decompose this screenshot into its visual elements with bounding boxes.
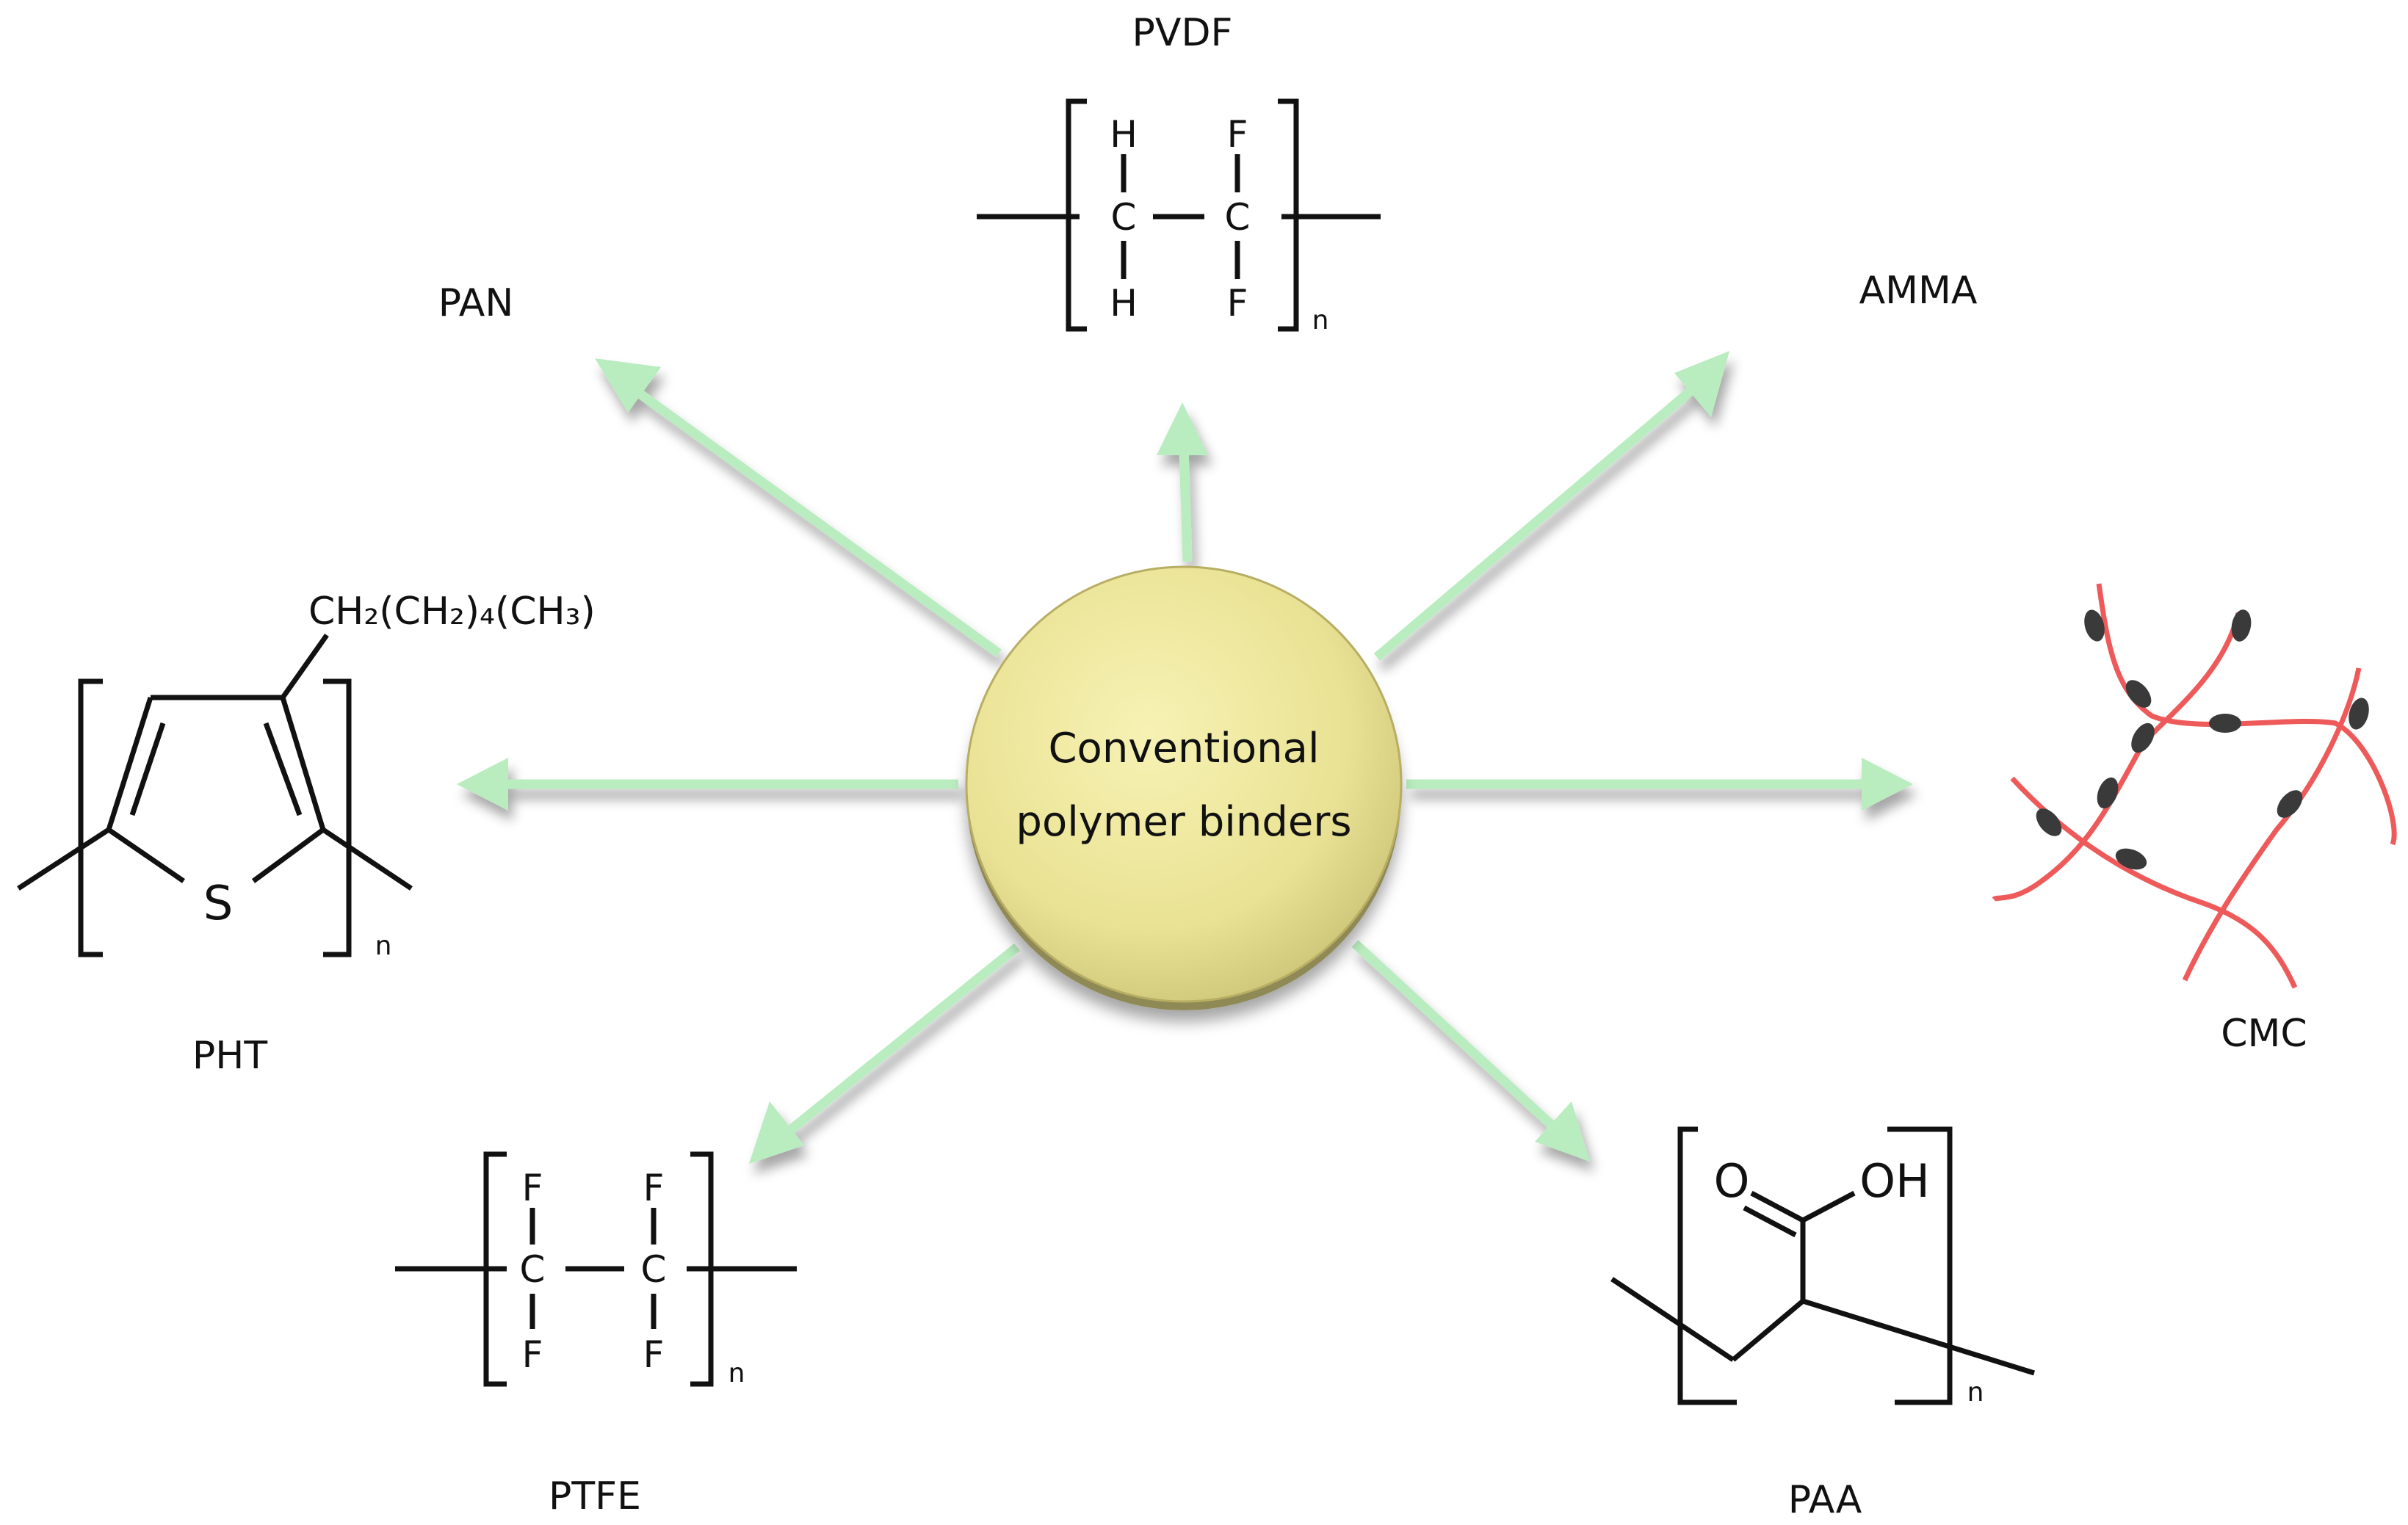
- arrow-to-amma: [1373, 351, 1729, 661]
- ptfe-c2: C: [641, 1248, 667, 1291]
- pht-label: PHT: [192, 1034, 267, 1078]
- pht-n: n: [375, 931, 392, 961]
- ptfe-f2-top: F: [643, 1167, 665, 1209]
- pvdf-c1: C: [1111, 196, 1137, 239]
- ptfe-structure: F C F F C F n PTFE: [395, 1151, 797, 1518]
- arrows: [457, 351, 1913, 1164]
- arrow-to-paa: [1351, 940, 1590, 1162]
- paa-structure: O OH n PAA: [1610, 1126, 2036, 1522]
- ptfe-f1-bottom: F: [522, 1333, 543, 1376]
- pvdf-h-bottom: H: [1110, 282, 1138, 325]
- ptfe-n: n: [728, 1358, 745, 1388]
- ptfe-f1-top: F: [522, 1167, 543, 1209]
- center-title-line2: polymer binders: [1016, 798, 1351, 846]
- amma-label: AMMA: [1859, 269, 1978, 313]
- paa-label: PAA: [1788, 1478, 1862, 1522]
- arrow-to-pvdf: [1157, 402, 1208, 562]
- paa-hydroxyl: OH: [1859, 1154, 1929, 1208]
- pvdf-label: PVDF: [1132, 11, 1233, 55]
- paa-n: n: [1967, 1377, 1984, 1408]
- arrow-to-ptfe: [749, 943, 1021, 1164]
- pvdf-c2: C: [1225, 196, 1251, 239]
- arrow-to-pht: [457, 758, 958, 811]
- cmc-structure: CMC: [1992, 583, 2397, 1056]
- ptfe-f2-bottom: F: [643, 1333, 665, 1376]
- paa-oxygen: O: [1714, 1154, 1750, 1208]
- ptfe-c1: C: [520, 1248, 546, 1291]
- pvdf-f-top: F: [1227, 113, 1248, 156]
- pvdf-structure: PVDF H C H F C F n: [977, 11, 1381, 336]
- arrow-to-pan: [595, 358, 1002, 658]
- pht-side-chain: CH₂(CH₂)₄(CH₃): [308, 590, 596, 634]
- pan-label: PAN: [438, 281, 514, 325]
- pvdf-f-bottom: F: [1227, 282, 1248, 325]
- ptfe-label: PTFE: [549, 1474, 641, 1518]
- pht-structure: CH₂(CH₂)₄(CH₃) S n PHT: [17, 590, 596, 1078]
- center-title-line1: Conventional: [1048, 725, 1319, 772]
- arrow-to-cmc: [1406, 758, 1913, 811]
- cmc-label: CMC: [2221, 1012, 2307, 1056]
- center-node: Conventional polymer binders: [965, 565, 1403, 1010]
- pvdf-h-top: H: [1110, 113, 1138, 156]
- pht-sulfur: S: [203, 877, 234, 931]
- pvdf-n: n: [1312, 305, 1329, 336]
